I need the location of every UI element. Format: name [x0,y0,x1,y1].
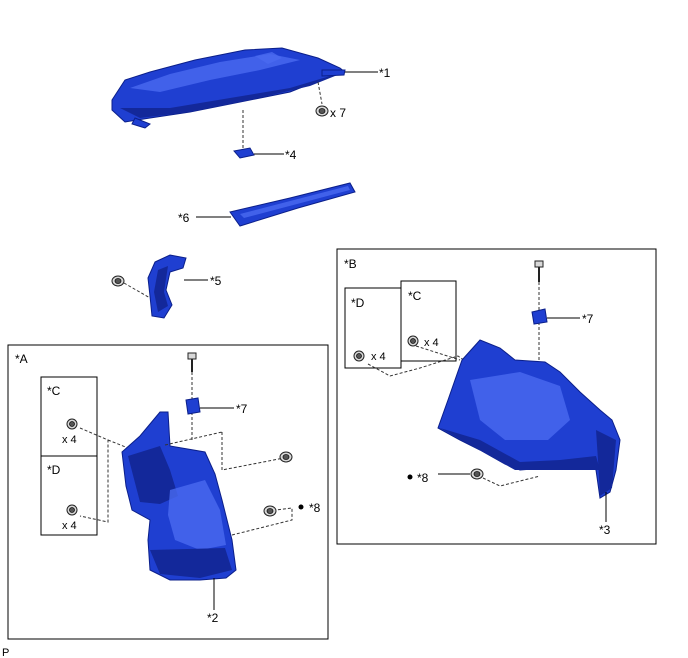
screw-icon [353,350,365,362]
footer-code: P [2,647,9,658]
bolt-icon [111,275,125,287]
bolt-icon [187,352,197,372]
label-part-8b: *8 [417,471,429,485]
dash-box-a-subs [79,427,109,523]
box-b [336,248,657,545]
label-part-6: *6 [178,211,190,225]
part-1-upper-panel [111,47,347,129]
clip-icon [263,505,277,517]
part-7-clip-a [185,397,201,415]
qty-clips-top: x 7 [330,106,346,120]
label-part-3: *3 [599,523,611,537]
part-3-quarter-trim [437,339,621,499]
screw-icon [407,335,419,347]
box-a-sub-d-title: *D [47,463,61,477]
box-a-title: *A [15,352,28,366]
part-5-garnish [147,254,187,319]
bolt-icon [534,260,544,282]
box-a-sub-d-qty: x 4 [62,520,77,532]
dash-clip-top [317,81,323,105]
box-b-title: *B [344,257,357,271]
label-part-5: *5 [210,274,222,288]
label-part-1: *1 [379,66,391,80]
clip-icon [315,105,329,117]
clip-icon [470,468,484,480]
box-a [7,344,329,640]
box-a-sub-d [40,455,98,536]
marker-dot-8b [407,474,413,480]
label-part-7b: *7 [582,312,594,326]
part-4-bracket [233,147,255,159]
marker-dot-8a [298,504,304,510]
label-part-7a: *7 [236,402,248,416]
screw-icon [66,418,78,430]
label-part-4: *4 [285,148,297,162]
screw-icon [66,504,78,516]
dash-part-5 [123,282,151,299]
clip-icon [279,451,293,463]
part-7-clip-b [531,308,548,325]
label-part-8a: *8 [309,501,321,515]
box-b-sub-d-title: *D [351,296,365,310]
box-b-sub-c [400,280,457,362]
part-2-quarter-trim [121,411,237,581]
label-part-2: *2 [207,611,219,625]
box-b-sub-d-qty: x 4 [371,351,386,363]
box-a-sub-c-title: *C [47,384,61,398]
box-b-sub-c-title: *C [408,289,422,303]
box-b-sub-c-qty: x 4 [424,337,439,349]
box-a-sub-c-qty: x 4 [62,434,77,446]
